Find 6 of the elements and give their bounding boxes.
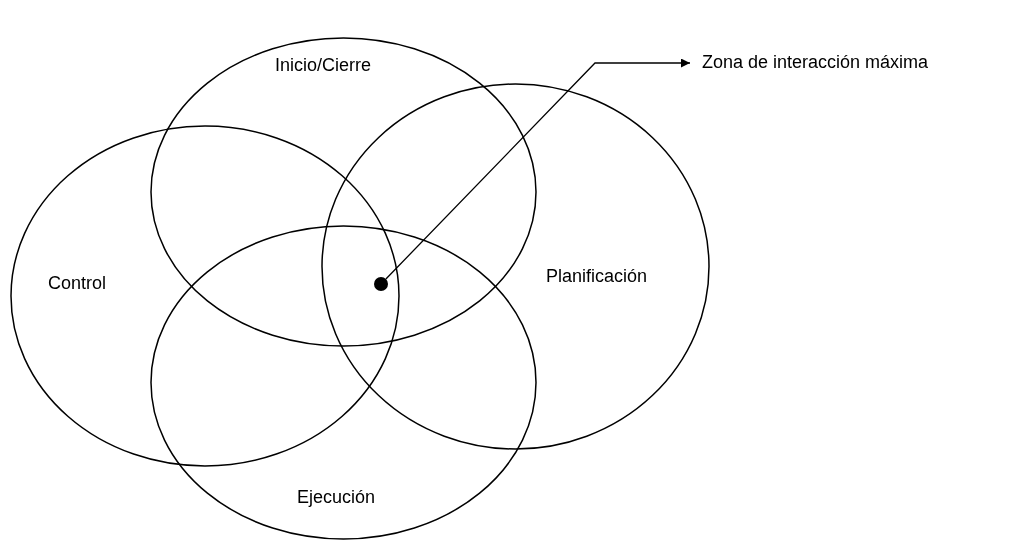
annotation-text: Zona de interacción máxima <box>702 52 929 74</box>
set-label: Ejecución <box>297 487 376 509</box>
set-label: Inicio/Cierre <box>275 55 372 77</box>
set-label: Planificación <box>546 266 648 288</box>
leader-arrow <box>385 58 691 280</box>
set-label: Control <box>48 273 107 295</box>
